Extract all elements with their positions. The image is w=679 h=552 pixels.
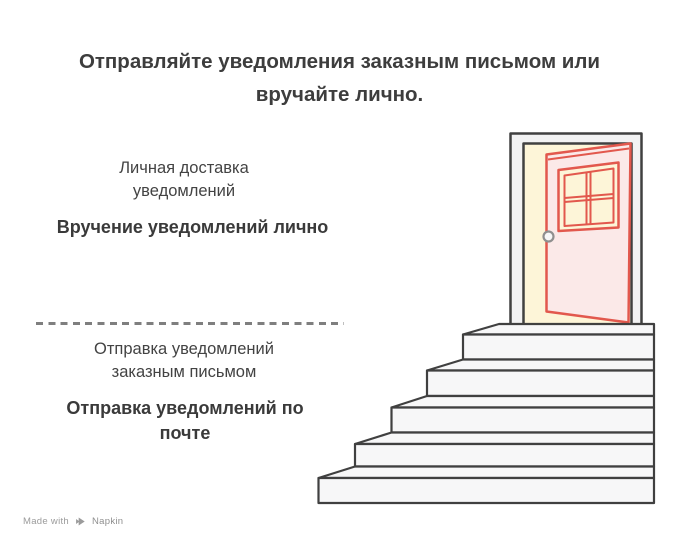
stair-tread: [425, 358, 656, 372]
label-line: Вручение уведомлений лично: [56, 217, 329, 237]
stair-tread: [390, 394, 656, 409]
stair-riser: [461, 333, 656, 361]
sublabel-line: заказным письмом: [111, 363, 257, 381]
stair-tread: [317, 465, 656, 480]
door-edge-line: [547, 147, 630, 161]
made-with-text: Made with: [23, 516, 69, 527]
door-icon: [509, 132, 643, 328]
napkin-logo-icon: [75, 516, 86, 527]
title-line: вручайте лично.: [255, 83, 424, 106]
napkin-brand-text: Napkin: [92, 516, 124, 527]
label-line: почте: [159, 423, 211, 443]
label-line: Отправка уведомлений по: [66, 398, 304, 418]
stair-tread: [353, 431, 656, 446]
diagram-title: Отправляйте уведомления заказным письмом…: [0, 45, 679, 111]
personal-delivery-sublabel: Личная доставка уведомлений: [34, 157, 334, 203]
stair-tread: [461, 322, 656, 336]
staircase-icon: [317, 322, 656, 505]
made-with-napkin-badge: Made with Napkin: [23, 516, 123, 527]
stair-riser: [390, 406, 656, 434]
sublabel-line: уведомлений: [132, 182, 236, 200]
sublabel-line: Отправка уведомлений: [94, 340, 274, 358]
mail-delivery-sublabel: Отправка уведомлений заказным письмом: [34, 338, 334, 384]
mail-delivery-label: Отправка уведомлений по почте: [20, 396, 350, 446]
stair-riser: [317, 476, 656, 505]
door-window-icon: [557, 161, 620, 233]
sublabel-line: Личная доставка: [119, 159, 249, 177]
title-line: Отправляйте уведомления заказным письмом…: [78, 50, 601, 73]
door-knob-icon: [542, 230, 555, 243]
dashed-divider: [36, 322, 344, 325]
stair-riser: [425, 369, 656, 398]
personal-delivery-label: Вручение уведомлений лично: [20, 215, 365, 240]
stair-riser: [353, 442, 656, 468]
